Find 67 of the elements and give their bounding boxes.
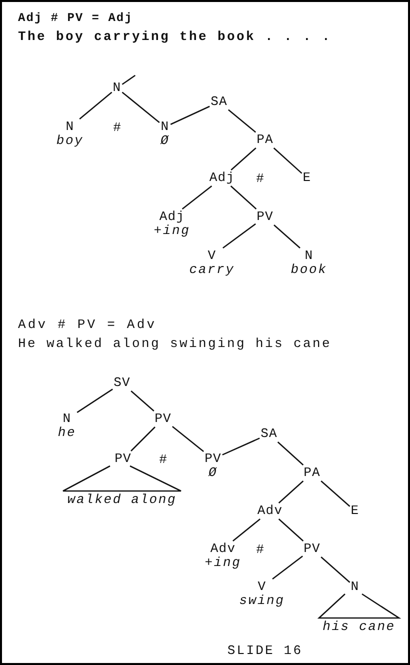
slide-number: SLIDE 16	[227, 643, 303, 658]
boundary-mark: #	[256, 542, 264, 557]
tree-branch	[230, 186, 257, 210]
tree-branch	[272, 556, 303, 580]
word-label: +ing	[154, 224, 190, 238]
category-label: PA	[256, 133, 274, 147]
tree-branch	[278, 518, 304, 542]
category-label: Adj	[159, 210, 185, 224]
category-label: E	[302, 171, 312, 185]
category-label: SV	[114, 376, 130, 390]
category-label: N	[112, 81, 122, 95]
category-label: Adj	[209, 171, 235, 185]
phrase-label: his cane	[322, 620, 396, 633]
rule-formula: Adv # PV = Adv	[18, 317, 157, 332]
category-label: SA	[260, 427, 278, 441]
rule-formula: Adj # PV = Adj	[18, 11, 133, 26]
phrase-label: walked along	[67, 493, 177, 506]
category-label: E	[350, 504, 360, 518]
tree-branch	[320, 556, 350, 583]
category-label: PV	[154, 412, 172, 426]
category-label: PV	[114, 452, 132, 466]
tree-branch	[273, 148, 302, 174]
category-label: PV	[204, 452, 222, 466]
category-label: PV	[304, 542, 320, 556]
example-sentence: He walked along swinging his cane	[18, 336, 332, 351]
tree-branch	[76, 388, 113, 413]
tree-branch	[222, 438, 260, 456]
tree-branch	[130, 390, 154, 412]
category-label: N	[62, 412, 72, 426]
word-label: book	[290, 263, 328, 277]
tree-branch	[170, 106, 210, 125]
category-label: N	[304, 249, 314, 263]
branch-stub	[122, 74, 136, 85]
tree-branch	[230, 148, 256, 170]
word-label: Ø	[160, 134, 170, 148]
boundary-mark: #	[159, 452, 167, 467]
tree-branch	[277, 442, 304, 466]
category-label: Adv	[257, 504, 283, 518]
word-label: +ing	[204, 556, 242, 570]
boundary-mark: #	[113, 120, 121, 135]
tree-branch	[222, 223, 256, 249]
tree-branch	[228, 109, 256, 133]
word-label: carry	[189, 263, 235, 277]
category-label: N	[350, 580, 360, 594]
tree-branch	[278, 480, 304, 504]
tree-branch	[130, 426, 156, 452]
tree-branch	[172, 426, 204, 452]
tree-branch	[232, 518, 260, 542]
example-sentence: The boy carrying the book . . . .	[18, 29, 332, 44]
category-label: SA	[210, 95, 228, 109]
category-label: Adv	[210, 542, 236, 556]
category-label: N	[160, 120, 170, 134]
tree-branch	[182, 185, 212, 210]
category-label: V	[208, 249, 216, 263]
tree-branch	[274, 224, 300, 248]
tree-branch	[320, 480, 350, 507]
category-label: PV	[256, 210, 274, 224]
word-label: he	[58, 426, 76, 440]
category-label: N	[66, 120, 74, 134]
category-label: V	[258, 580, 266, 594]
tree-branch	[79, 92, 112, 120]
tree-branch	[122, 92, 160, 123]
category-label: PA	[304, 466, 320, 480]
word-label: swing	[239, 594, 285, 608]
boundary-mark: #	[256, 171, 264, 186]
word-label: boy	[56, 134, 84, 148]
word-label: Ø	[208, 466, 218, 480]
